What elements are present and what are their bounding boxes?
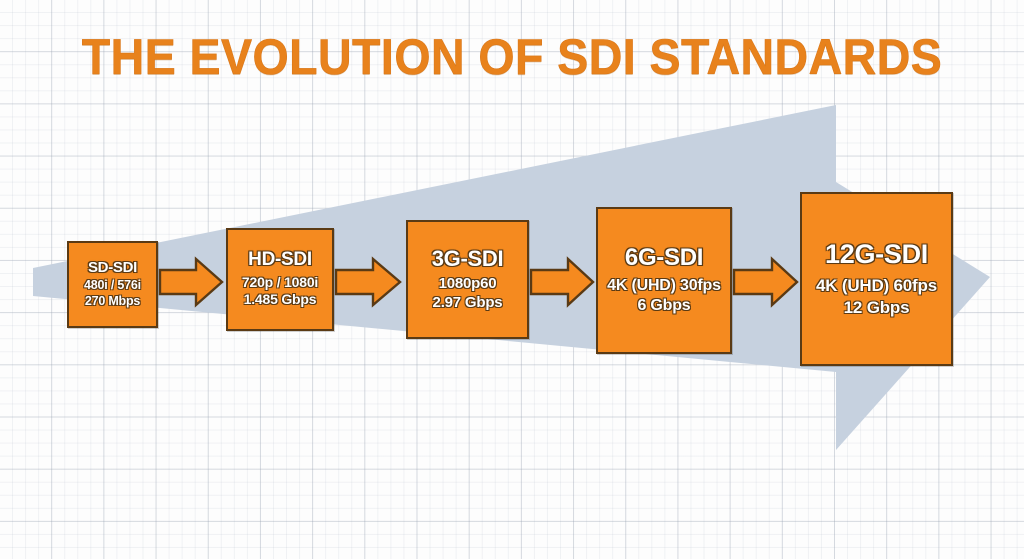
standard-name: SD-SDI [87, 258, 138, 276]
standard-node-3g-sdi[interactable]: 3G-SDI 1080p60 2.97 Gbps [406, 220, 529, 339]
standard-resolution: 4K (UHD) 30fps [607, 277, 721, 295]
standard-node-6g-sdi[interactable]: 6G-SDI 4K (UHD) 30fps 6 Gbps [596, 207, 732, 354]
standard-resolution: 720p / 1080i [241, 273, 319, 290]
connector-arrow-3 [529, 256, 595, 308]
standard-resolution: 4K (UHD) 60fps [816, 276, 937, 296]
page-title: THE EVOLUTION OF SDI STANDARDS [81, 29, 943, 86]
standard-bitrate: 1.485 Gbps [243, 291, 317, 308]
standard-bitrate: 6 Gbps [637, 297, 691, 315]
connector-arrow-4 [732, 256, 799, 308]
standard-resolution: 480i / 576i [84, 278, 141, 293]
connector-arrow-2 [334, 256, 402, 308]
standard-bitrate: 12 Gbps [843, 297, 910, 317]
connector-arrow-1 [158, 256, 224, 308]
standard-name: 12G-SDI [825, 239, 928, 270]
standard-node-hd-sdi[interactable]: HD-SDI 720p / 1080i 1.485 Gbps [226, 228, 334, 331]
standard-node-12g-sdi[interactable]: 12G-SDI 4K (UHD) 60fps 12 Gbps [800, 192, 953, 366]
standard-bitrate: 2.97 Gbps [432, 293, 503, 311]
standard-resolution: 1080p60 [438, 274, 497, 292]
standard-name: 3G-SDI [431, 245, 504, 271]
standard-name: HD-SDI [248, 249, 312, 271]
standard-name: 6G-SDI [624, 243, 704, 271]
standard-bitrate: 270 Mbps [84, 293, 141, 308]
standard-node-sd-sdi[interactable]: SD-SDI 480i / 576i 270 Mbps [67, 241, 158, 328]
